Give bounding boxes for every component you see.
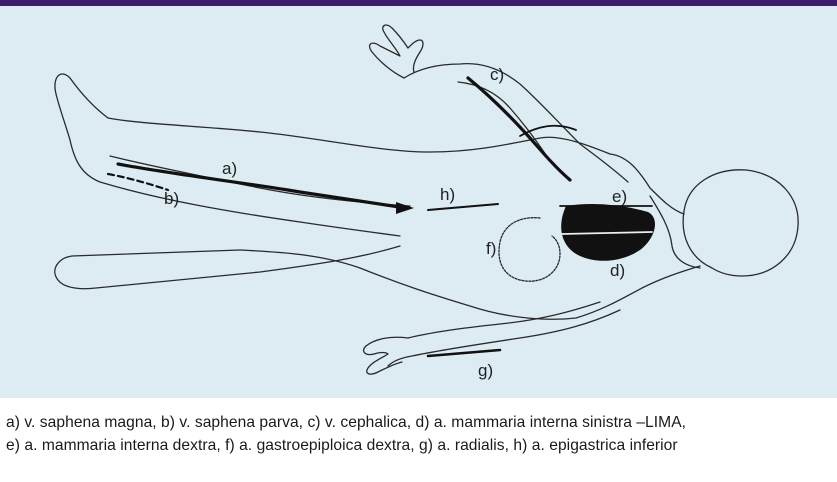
label-e: e)	[612, 187, 627, 206]
stomach-outline	[499, 218, 560, 282]
label-g: g)	[478, 361, 493, 380]
vessel-cephalica	[468, 78, 570, 180]
vessel-saphena-parva	[108, 174, 168, 190]
upper-arm-inner	[458, 82, 548, 158]
caption-line-2: e) a. mammaria interna dextra, f) a. gas…	[6, 434, 834, 457]
body-diagram: a) b) c) d) e) f) g) h)	[0, 6, 837, 398]
label-h: h)	[440, 185, 455, 204]
label-f: f)	[486, 239, 496, 258]
figure-panel: a) b) c) d) e) f) g) h)	[0, 6, 837, 398]
vessel-epigastrica	[428, 204, 498, 210]
lower-leg-outline	[55, 246, 400, 289]
label-a: a)	[222, 159, 237, 178]
lower-arm-outline	[388, 310, 620, 366]
head-outline	[683, 170, 798, 276]
upper-leg-inner	[110, 156, 410, 206]
torso-lower-outline	[240, 250, 700, 319]
vessel-saphena-magna	[118, 164, 406, 208]
label-d: d)	[610, 261, 625, 280]
saphena-arrow-icon	[396, 202, 414, 214]
lower-hand-outline	[364, 337, 408, 374]
torso-outline	[108, 118, 684, 214]
figure-caption: a) v. saphena magna, b) v. saphena parva…	[6, 411, 834, 457]
lower-arm-inner	[408, 302, 600, 338]
upper-hand-outline	[370, 25, 423, 78]
upper-leg-outline	[55, 74, 400, 236]
label-b: b)	[164, 189, 179, 208]
caption-line-1: a) v. saphena magna, b) v. saphena parva…	[6, 411, 834, 434]
label-c: c)	[490, 65, 504, 84]
neck-outline	[650, 196, 700, 268]
